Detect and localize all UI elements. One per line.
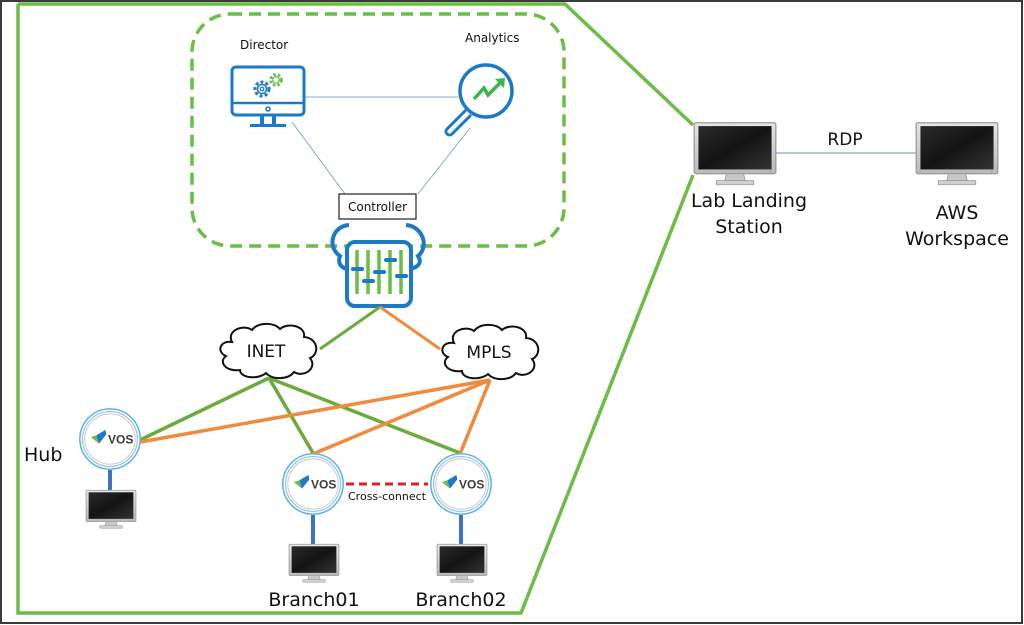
green-gear-icon bbox=[269, 73, 283, 87]
lab-frame-bottom bbox=[16, 4, 695, 615]
inet-cloud[interactable]: INET bbox=[219, 322, 318, 380]
controller-inet-link bbox=[319, 305, 381, 351]
branch01-router[interactable]: VOS bbox=[282, 453, 344, 515]
controller-label: Controller bbox=[348, 200, 407, 214]
analytics-label: Analytics bbox=[465, 31, 520, 45]
slider-bars bbox=[351, 250, 408, 294]
rdp-label: RDP bbox=[827, 130, 862, 150]
mpls-branch02-link bbox=[458, 379, 492, 455]
director-controller-link bbox=[291, 121, 346, 195]
analytics-icon[interactable] bbox=[444, 63, 514, 137]
inet-label: INET bbox=[247, 342, 286, 362]
inet-branch02-link bbox=[268, 376, 461, 455]
trend-arrow-icon bbox=[472, 80, 503, 101]
branch01-device-label: VOS bbox=[311, 478, 336, 492]
director-label: Director bbox=[240, 38, 288, 52]
hub-label: Hub bbox=[24, 444, 62, 466]
controller-label-box bbox=[338, 193, 417, 220]
mpls-hub-link bbox=[139, 378, 491, 444]
branch02-device-label: VOS bbox=[459, 478, 484, 492]
controller-mpls-link bbox=[379, 305, 441, 351]
controller-icon[interactable] bbox=[330, 223, 426, 308]
landing-station-label-line2: Station bbox=[715, 216, 783, 238]
inet-hub-link bbox=[139, 376, 270, 442]
hub-device-label: VOS bbox=[108, 433, 133, 447]
mpls-label: MPLS bbox=[466, 343, 511, 363]
hub-router[interactable]: VOS bbox=[79, 408, 141, 470]
blue-gear-icon bbox=[253, 80, 271, 98]
workspace-label-line1: AWS bbox=[936, 202, 979, 224]
branch01-label: Branch01 bbox=[268, 589, 359, 611]
branch02-router[interactable]: VOS bbox=[430, 453, 492, 515]
lab-frame-top bbox=[18, 2, 695, 127]
cross-connect-label: Cross-connect bbox=[348, 490, 427, 503]
landing-station-label-line1: Lab Landing bbox=[691, 190, 807, 212]
workspace-label-line2: Workspace bbox=[905, 228, 1009, 250]
analytics-controller-link bbox=[417, 127, 471, 195]
mpls-branch01-link bbox=[312, 378, 491, 456]
mpls-cloud[interactable]: MPLS bbox=[441, 323, 540, 381]
director-icon[interactable] bbox=[230, 65, 306, 127]
branch02-label: Branch02 bbox=[415, 589, 506, 611]
